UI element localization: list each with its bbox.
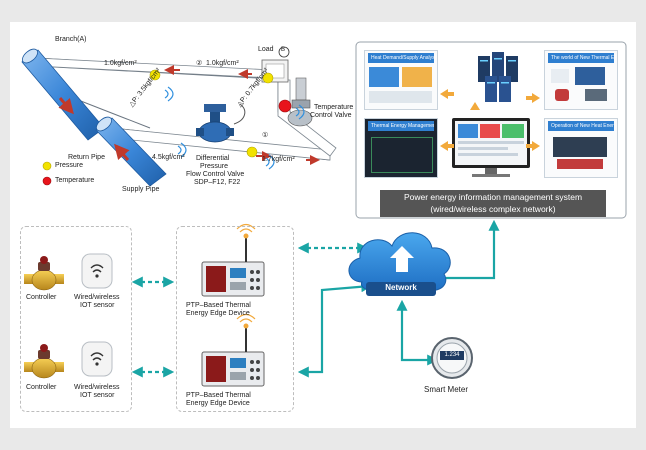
system-caption-line1: Power energy information management syst… [403, 192, 583, 202]
legend-temperature-dot [42, 176, 52, 186]
pressure-sensor-dot-top-left [149, 69, 161, 81]
load-badge: B [281, 47, 286, 53]
network-connectors [131, 219, 500, 378]
smart-meter-icon [431, 337, 473, 379]
return-flow-arrow [58, 97, 74, 115]
valve-label-3: Flow Control Valve [186, 171, 245, 178]
panel-heat-demand: Heat Demand/Supply Analysis [364, 50, 438, 110]
valve-label-1: Differential [196, 155, 230, 162]
panel-heat-demand-title: Heat Demand/Supply Analysis [368, 53, 434, 63]
iot-sensor-icon [81, 253, 113, 377]
supply-flow-arrow [114, 143, 130, 161]
server-rack-icon [478, 52, 518, 102]
legend-temperature-label: Temperature [55, 177, 95, 184]
system-caption: Power energy information management syst… [380, 190, 606, 217]
circled-one-label: ① [262, 132, 269, 139]
smart-meter-display: 1.234 [444, 352, 460, 358]
sensor-label-1-line2: IOT sensor [80, 302, 115, 309]
monitor-icon [452, 118, 530, 177]
orange-link-arrows [440, 89, 540, 151]
network-cloud-icon [348, 232, 451, 296]
pressure-sensor-dot-bottom [246, 146, 258, 158]
branch-label: Branch(A) [55, 36, 87, 43]
sensor-label-1-line1: Wired/wireless [74, 294, 120, 301]
panel-thermal-energy: Thermal Energy Management Service [364, 118, 438, 178]
return-pipe-label: Return Pipe [68, 154, 105, 161]
panel-operation-title: Operation of New Heat Energy Industry [548, 121, 614, 131]
field-devices-group [20, 226, 132, 412]
sensor-label-2-line2: IOT sensor [80, 392, 115, 399]
temperature-sensor-dot [278, 99, 292, 113]
controller-label-1: Controller [26, 294, 57, 301]
legend-pressure-dot [42, 161, 52, 171]
panel-thermal-energy-title: Thermal Energy Management Service [368, 121, 434, 131]
edge-device-label-2-line1: PTP–Based Thermal [186, 392, 251, 399]
connector-cloud-to-system [446, 219, 500, 280]
panel-new-heat-tech: The world of New Thermal Energy Technolo… [544, 50, 618, 110]
edge-device-label-2-line2: Energy Edge Device [186, 400, 250, 407]
temp-valve-label-1: Temperature [314, 104, 354, 111]
pressure-index-top-right: ② [196, 60, 203, 67]
connector-cloud-to-edge2 [297, 281, 373, 378]
panel-operation: Operation of New Heat Energy Industry [544, 118, 618, 178]
pressure-label-top-left: 1.0kgf/cm² [104, 60, 137, 67]
supply-pipe-label: Supply Pipe [122, 186, 160, 193]
edge-device-icon [201, 223, 265, 387]
valve-label-2: Pressure [200, 163, 229, 170]
sensor-label-2-line1: Wired/wireless [74, 384, 120, 391]
network-label: Network [385, 283, 417, 292]
pressure-sensor-dot-top-right [262, 72, 274, 84]
edge-devices-group [176, 226, 294, 412]
controller-label-2: Controller [26, 384, 57, 391]
supply-pipe-body [95, 116, 167, 187]
wifi-signal-icon [164, 86, 305, 170]
edge-device-label-1-line1: PTP–Based Thermal [186, 302, 251, 309]
pressure-label-bottom-left: 4.5kgf/cm² [152, 154, 185, 161]
edge-device-label-1-line2: Energy Edge Device [186, 310, 250, 317]
pressure-label-bottom-right: 1.7kgf/cm² [262, 156, 295, 163]
temp-valve-label-2: Control Valve [310, 112, 352, 119]
load-label: Load [258, 46, 274, 53]
legend-pressure-label: Pressure [55, 162, 84, 169]
load-badge-circle [278, 46, 290, 58]
panel-new-heat-tech-title: The world of New Thermal Energy Technolo… [548, 53, 614, 63]
system-caption-line2: (wired/wireless complex network) [430, 204, 556, 214]
piping-schematic [21, 46, 337, 187]
smart-meter-label: Smart Meter [424, 385, 469, 394]
controller-valve-icon [24, 256, 64, 379]
connector-cloud-to-meter [396, 299, 439, 366]
valve-label-4: SDP–F12, F22 [194, 179, 241, 186]
differential-pressure-valve [196, 103, 246, 143]
pressure-label-top-right: 1.0kgf/cm² [206, 60, 239, 67]
